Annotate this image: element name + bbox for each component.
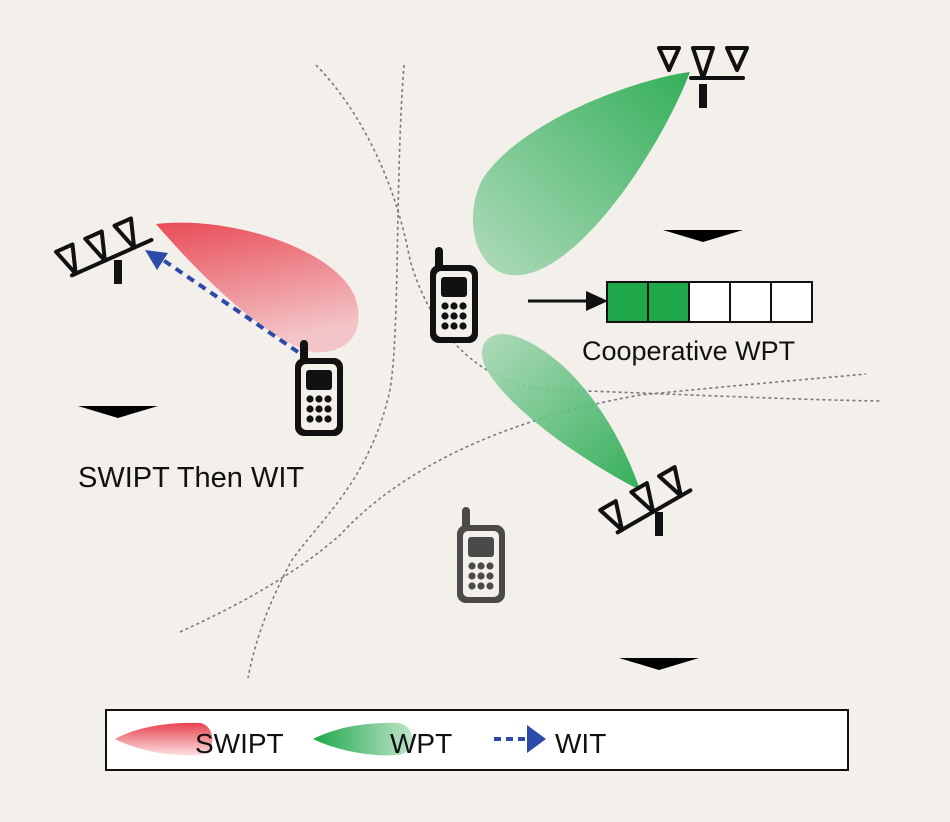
cell-boundaries (179, 64, 883, 679)
tower-left-swipt (54, 216, 158, 418)
buffer-cell-filled (606, 281, 649, 323)
buffer-cell-filled (647, 281, 690, 323)
phone-idle-user (457, 507, 505, 603)
swipt-beam (156, 222, 359, 353)
legend-box (105, 709, 849, 771)
boundary-curve-2 (247, 64, 405, 679)
wpt-beam-lower (481, 333, 640, 490)
wpt-beam-upper (472, 72, 690, 276)
tower-top-right-wpt (657, 46, 749, 242)
legend-wit-label: WIT (555, 728, 606, 759)
buffer-cell-empty (688, 281, 731, 323)
phone-cooperative-user (430, 247, 478, 343)
legend: SWIPT WPT WIT (105, 709, 849, 771)
legend-swipt-label: SWIPT (195, 728, 284, 759)
buffer-arrow-head (586, 291, 608, 311)
legend-swipt-symbol (115, 722, 213, 756)
legend-wpt-label: WPT (390, 728, 452, 759)
wit-uplink-arrow (145, 250, 300, 354)
buffer-cell-empty (770, 281, 813, 323)
phone-swipt-user (295, 340, 343, 436)
buffer-cell-empty (729, 281, 772, 323)
boundary-curve-1 (315, 64, 883, 402)
label-swipt-then-wit: SWIPT Then WIT (78, 462, 304, 494)
label-cooperative-wpt: Cooperative WPT (582, 336, 795, 366)
energy-buffer (528, 281, 813, 323)
tower-bottom-right-wpt (598, 465, 699, 670)
legend-wpt-symbol (313, 722, 413, 756)
legend-wit-symbol (494, 725, 546, 753)
boundary-curve-3 (179, 373, 867, 633)
